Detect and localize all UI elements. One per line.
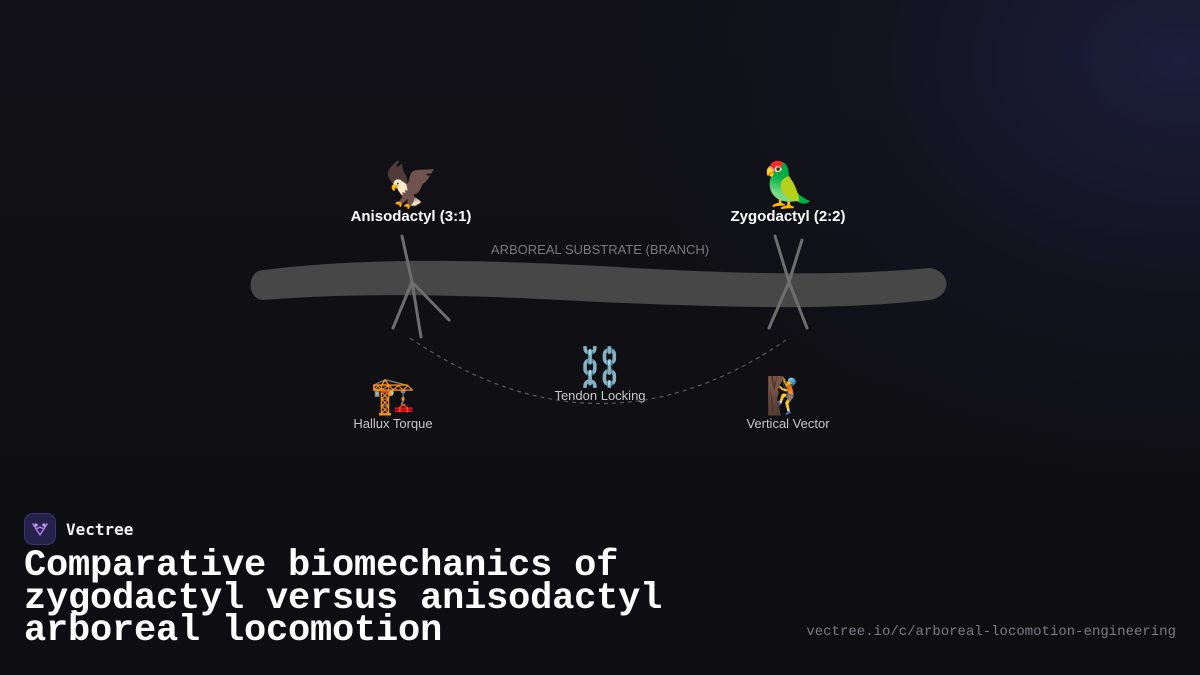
- vertical-vector-label: Vertical Vector: [746, 416, 830, 431]
- eagle-icon: 🦅: [384, 158, 439, 210]
- zygodactyl-toe-upper: [787, 238, 804, 284]
- substrate-label: ARBOREAL SUBSTRATE (BRANCH): [491, 242, 709, 257]
- anisodactyl-foot: [391, 234, 451, 339]
- zygodactyl-toe-lower: [767, 280, 791, 330]
- zygodactyl-label: Zygodactyl (2:2): [730, 208, 845, 225]
- brand-row: Vectree: [24, 512, 133, 546]
- comparison-arc: [409, 337, 787, 405]
- climber-icon: 🧗: [766, 375, 811, 416]
- anisodactyl-toe-back: [391, 280, 414, 330]
- anisodactyl-label: Anisodactyl (3:1): [351, 208, 472, 225]
- anisodactyl-toe-front: [410, 280, 451, 322]
- source-url[interactable]: vectree.io/c/arboreal-locomotion-enginee…: [806, 624, 1176, 640]
- zygodactyl-toe-upper: [773, 234, 791, 284]
- branch-shape: [250, 260, 947, 308]
- brand-name: Vectree: [66, 519, 134, 539]
- zygodactyl-toe-lower: [787, 280, 809, 330]
- vectree-logo-icon: [24, 513, 56, 545]
- parrot-icon: 🦜: [761, 158, 816, 211]
- chains-icon: ⛓️: [576, 345, 623, 389]
- hallux-torque-label: Hallux Torque: [353, 416, 432, 431]
- crane-icon: 🏗️: [371, 375, 416, 416]
- page-title: Comparative biomechanics of zygodactyl v…: [24, 545, 663, 652]
- anisodactyl-toe-front: [410, 280, 423, 339]
- branch-logo-glyph: [32, 523, 48, 536]
- zygodactyl-foot: [767, 234, 809, 330]
- tendon-locking-label: Tendon Locking: [554, 388, 645, 403]
- anisodactyl-leg: [400, 234, 414, 284]
